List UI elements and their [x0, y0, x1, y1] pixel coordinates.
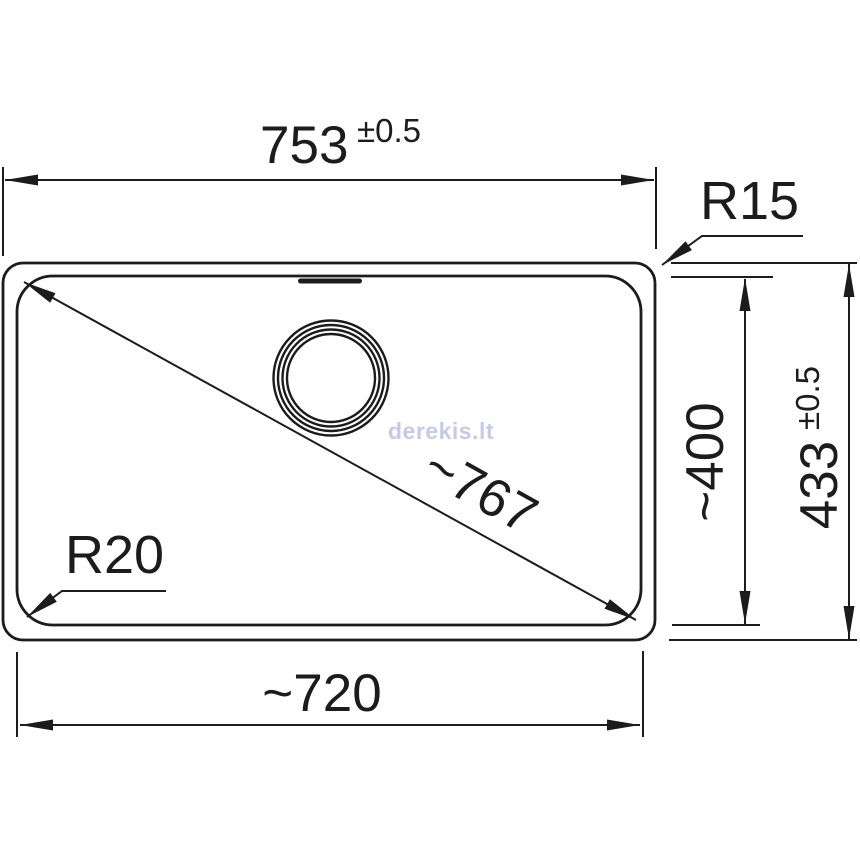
diagonal-line [23, 281, 637, 621]
arrow-right-icon [621, 174, 654, 186]
arrow-left-icon [5, 174, 38, 186]
arrow-up-inner-icon [739, 278, 751, 311]
sink-inner-outline [15, 274, 643, 627]
drain-ring-outer [272, 319, 390, 437]
sink-body [1, 261, 657, 642]
dim-radius-inner-label: R20 [65, 525, 164, 585]
dim-width-inner-value: ~720 [262, 664, 381, 723]
arrow-r15-icon [662, 241, 692, 265]
dim-height-outer-tolerance: ±0.5 [789, 366, 826, 430]
dimension-width-outer: 753 ±0.5 [2, 112, 657, 256]
arrow-diagonal-start-icon [24, 282, 56, 303]
dim-width-outer-tolerance: ±0.5 [357, 112, 421, 149]
dim-width-outer-value: 753 [260, 116, 348, 175]
arrow-diagonal-end-icon [604, 599, 636, 620]
sink-outer-outline [1, 261, 657, 642]
dim-height-outer-value: 433 [790, 441, 849, 529]
dimension-width-inner: ~720 [16, 651, 644, 737]
arrow-r20-icon [27, 592, 57, 617]
drain-ring-3 [281, 328, 381, 428]
right-extension-lines [669, 262, 857, 641]
dim-height-inner-value: ~400 [676, 402, 735, 521]
dimension-height-inner: ~400 [676, 278, 751, 624]
dim-diagonal-value: ~767 [414, 436, 547, 545]
dimension-height-outer: 433 ±0.5 [789, 264, 855, 639]
dimension-radius-outer: R15 [661, 171, 803, 266]
arrow-left-bottom-icon [20, 719, 53, 731]
arrow-down-outer-icon [843, 606, 855, 639]
overflow-slot [298, 278, 362, 284]
drain-ring-2 [276, 323, 386, 433]
dimension-radius-inner: R20 [26, 525, 166, 618]
arrow-up-outer-icon [843, 264, 855, 297]
dim-radius-outer-label: R15 [700, 171, 799, 231]
arrow-right-bottom-icon [607, 719, 640, 731]
arrow-down-inner-icon [739, 591, 751, 624]
watermark-label: derekis.lt [388, 418, 494, 444]
drain-hole [272, 319, 390, 437]
drain-ring-inner [285, 332, 377, 424]
